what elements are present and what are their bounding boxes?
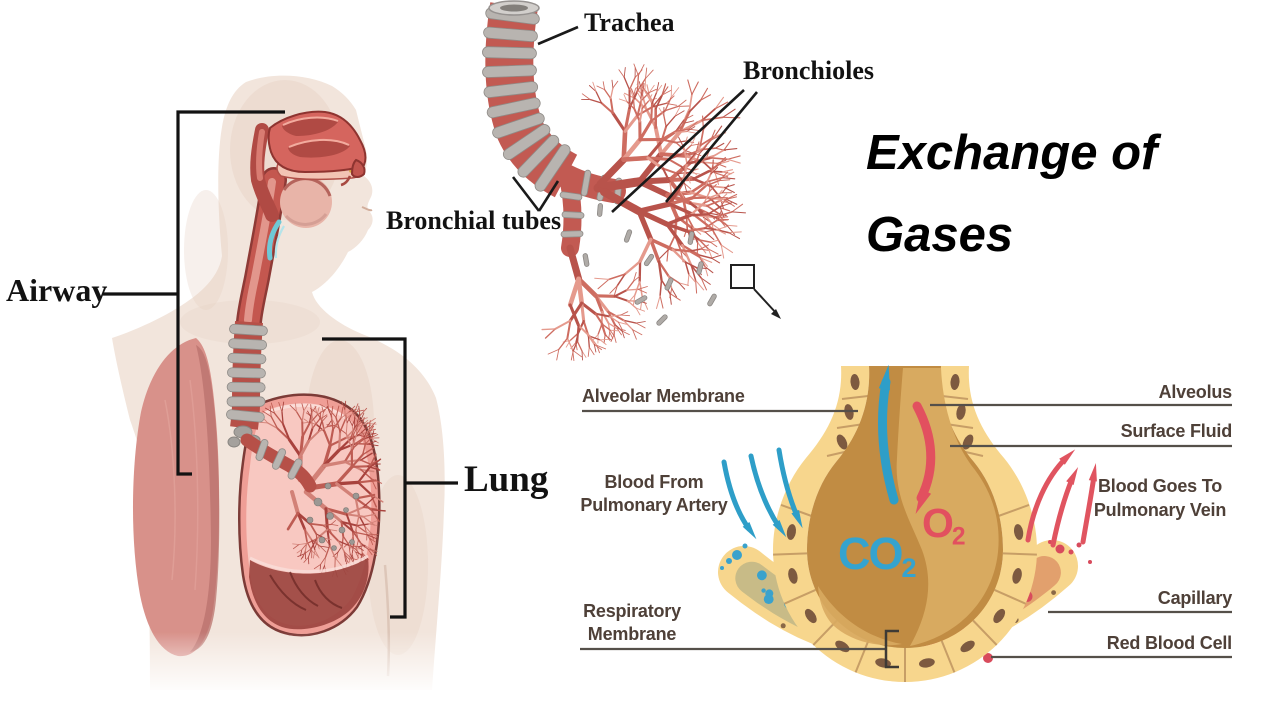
trachea-label: Trachea — [584, 8, 675, 37]
bronchioles-label: Bronchioles — [743, 56, 874, 85]
pulmonary-vein-arrows — [1025, 449, 1097, 548]
alveolus-diagram — [580, 364, 1232, 682]
intact-lung — [132, 338, 220, 657]
o2-symbol: O — [922, 500, 954, 546]
respiratory-membrane-bracket — [884, 629, 899, 669]
airway-bracket — [103, 110, 285, 476]
co2-symbol: CO — [838, 528, 903, 579]
red-blood-cell-label: Red Blood Cell — [1106, 633, 1232, 653]
title-line-2: Gases — [866, 208, 1014, 262]
o2-subscript: 2 — [951, 523, 966, 551]
trachea-bronchi-illustration — [482, 0, 781, 362]
respiratory-line-2: Membrane — [587, 624, 677, 644]
co2-subscript: 2 — [901, 553, 917, 584]
o2-text: O2 — [922, 500, 966, 550]
respiratory-line-1: Respiratory — [583, 601, 681, 621]
cartilage-rings — [582, 203, 717, 326]
left-respiratory-illustration — [103, 75, 458, 690]
alveolar-membrane-label: Alveolar Membrane — [582, 386, 745, 406]
respiratory-membrane-label: Respiratory Membrane — [570, 600, 694, 646]
nasal-cavity — [250, 110, 367, 222]
bottom-fade — [0, 632, 545, 720]
magnifier-callout — [730, 264, 781, 319]
blood-from-line-2: Pulmonary Artery — [580, 495, 728, 515]
pulmonary-artery-arrows — [721, 447, 803, 540]
alveolus-interior — [807, 366, 1003, 648]
label-lines — [580, 403, 1232, 659]
pointer-lines — [511, 25, 759, 213]
page-title: Exchange of Gases — [866, 112, 1157, 276]
title-line-1: Exchange of — [866, 126, 1158, 180]
alveolus-label: Alveolus — [1158, 382, 1233, 402]
co2-text: CO2 — [838, 528, 917, 583]
blood-from-pulmonary-artery-label: Blood From Pulmonary Artery — [574, 471, 734, 517]
blood-from-line-1: Blood From — [604, 472, 704, 492]
blood-to-line-2: Pulmonary Vein — [1093, 500, 1227, 520]
surface-fluid-label: Surface Fluid — [1120, 421, 1233, 441]
blood-to-line-1: Blood Goes To — [1097, 476, 1223, 496]
airway-label: Airway — [6, 272, 108, 308]
capillary-label: Capillary — [1157, 588, 1232, 608]
bronchial-tree — [541, 63, 747, 362]
lung-label: Lung — [464, 459, 549, 500]
trachea-tube — [482, 0, 626, 257]
blood-goes-to-pulmonary-vein-label: Blood Goes To Pulmonary Vein — [1084, 474, 1236, 522]
lung-bracket — [322, 337, 458, 619]
bronchial-tubes-label: Bronchial tubes — [386, 206, 562, 235]
gas-exchange-arrows — [878, 364, 936, 514]
